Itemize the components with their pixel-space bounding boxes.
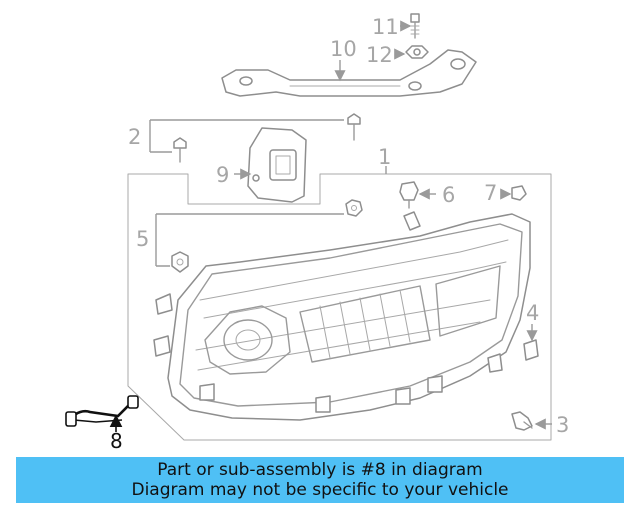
callout-6: 6 — [442, 183, 455, 207]
control-module-9 — [247, 127, 307, 203]
callout-7: 7 — [484, 181, 497, 205]
nut-12 — [405, 45, 429, 59]
leader-2 — [149, 119, 344, 153]
clip-6 — [399, 181, 419, 209]
bolt-5b — [171, 251, 189, 273]
bolt-2b — [347, 113, 361, 141]
bolt-11 — [410, 13, 420, 39]
callout-9: 9 — [216, 163, 229, 187]
callout-5: 5 — [136, 227, 149, 251]
headlamp-assembly — [153, 211, 531, 421]
wiring-harness-8 — [65, 395, 139, 427]
info-banner: Part or sub-assembly is #8 in diagram Di… — [16, 457, 624, 503]
callout-3: 3 — [556, 413, 569, 437]
clip-7 — [511, 185, 527, 201]
callout-10: 10 — [330, 37, 357, 61]
banner-line-1: Part or sub-assembly is #8 in diagram — [157, 460, 483, 480]
leader-5 — [155, 213, 344, 267]
callout-2: 2 — [128, 125, 141, 149]
bolt-2a — [173, 137, 187, 163]
banner-line-2: Diagram may not be specific to your vehi… — [131, 480, 509, 500]
upper-bracket — [221, 49, 477, 97]
bolt-5a — [345, 199, 363, 217]
callout-12: 12 — [366, 43, 393, 67]
bolt-3 — [511, 411, 533, 431]
callout-11: 11 — [372, 15, 399, 39]
callout-8: 8 — [110, 429, 123, 453]
assembly-outline — [127, 173, 552, 441]
clip-4 — [523, 339, 539, 361]
callout-4: 4 — [526, 301, 539, 325]
callout-1: 1 — [378, 145, 391, 169]
